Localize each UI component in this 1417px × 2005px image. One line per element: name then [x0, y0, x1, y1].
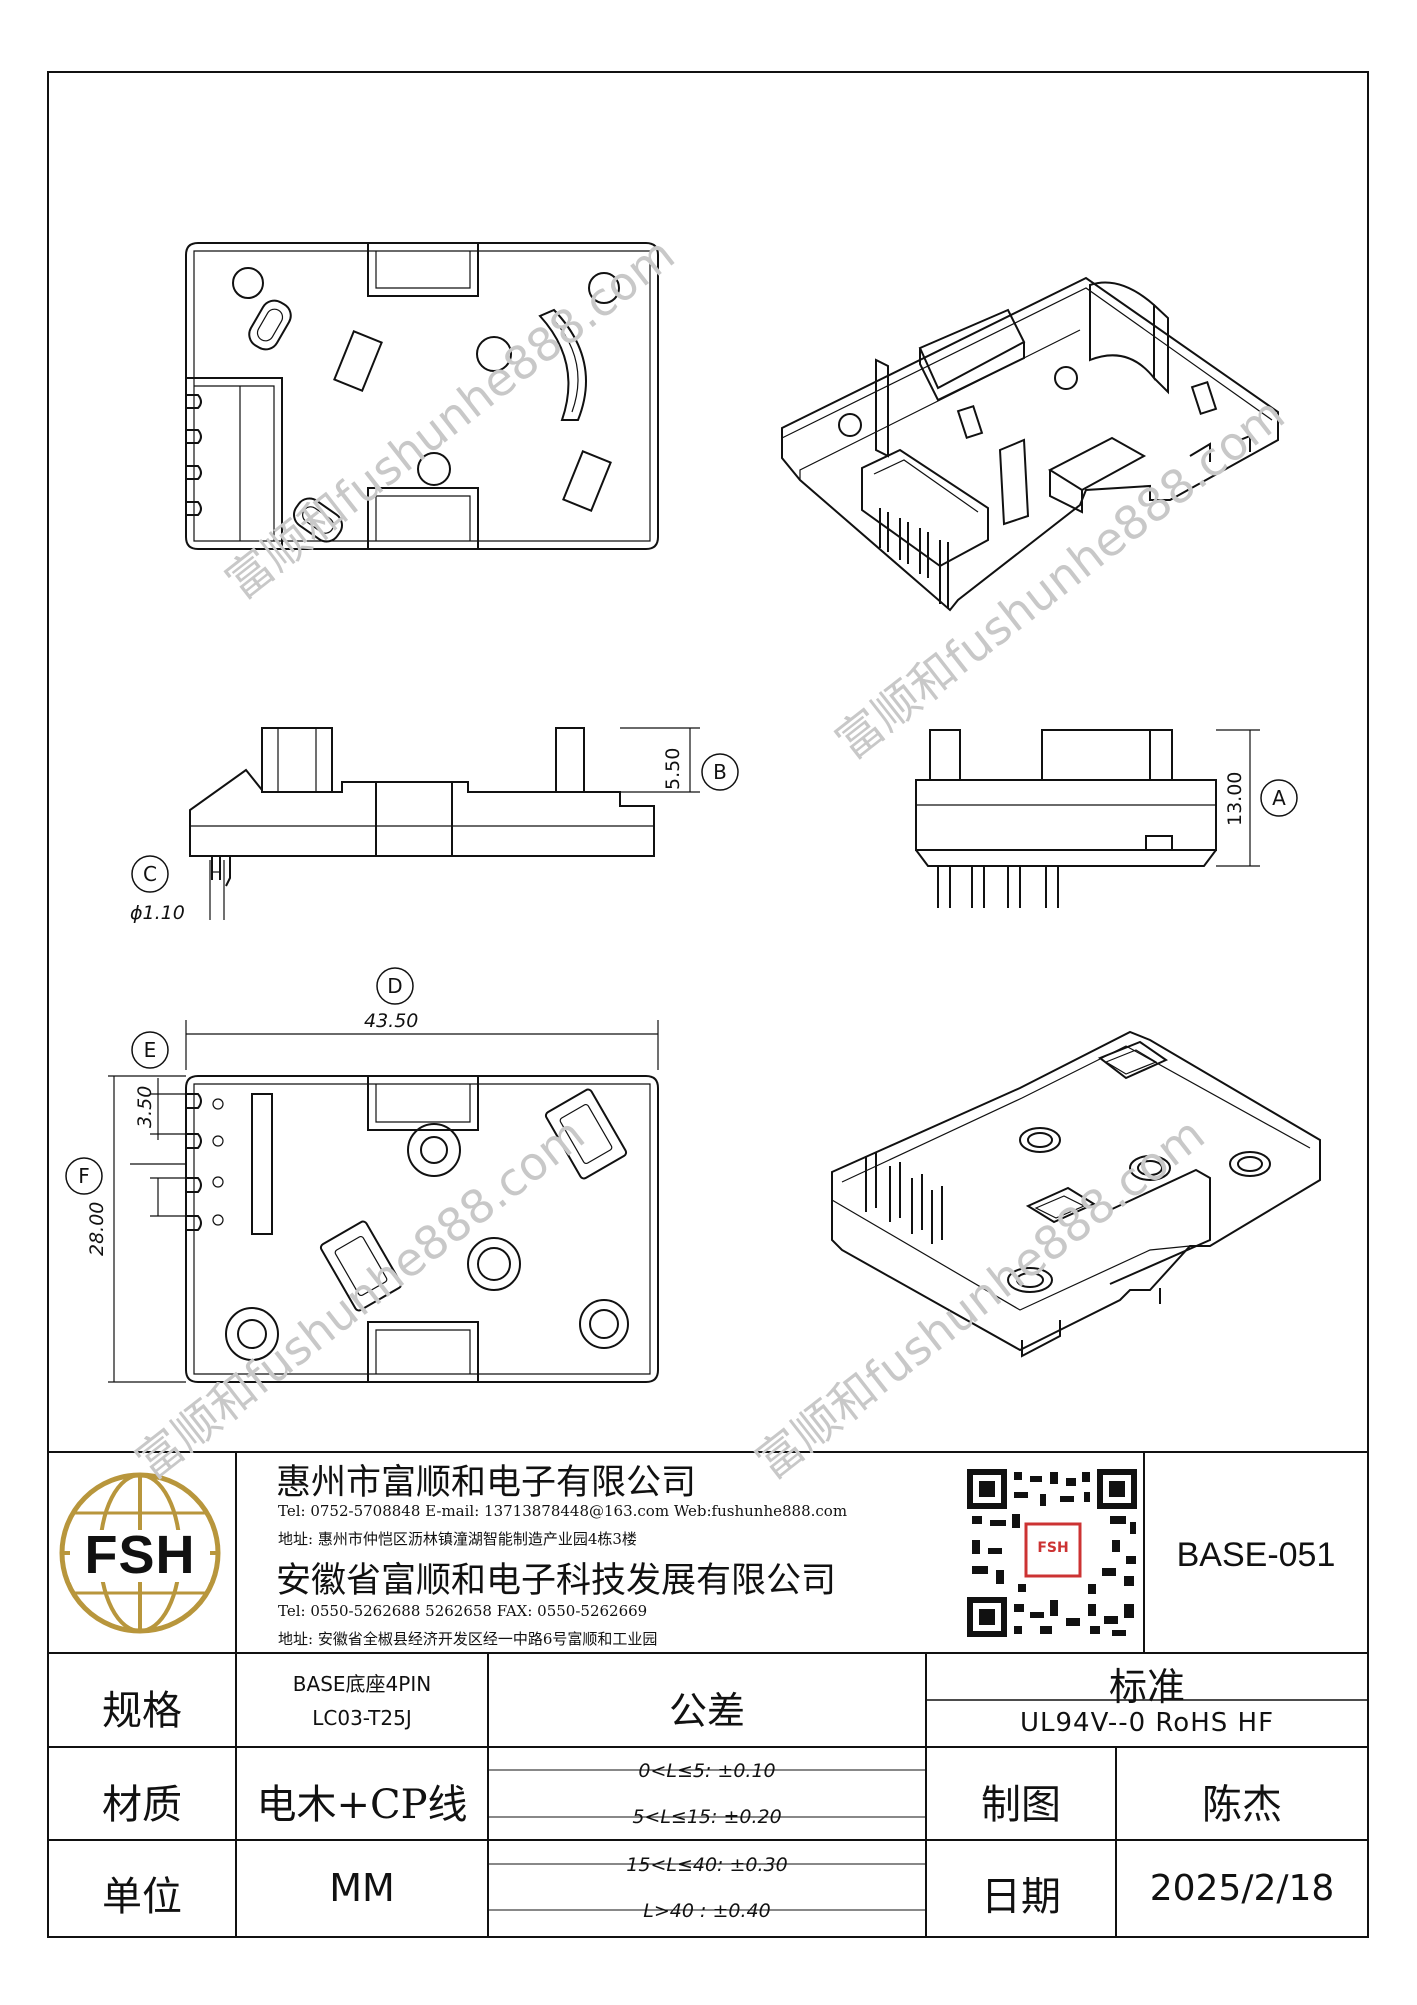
spec-label: 规格	[102, 1688, 182, 1734]
drawn-label: 制图	[981, 1782, 1061, 1828]
balloon-b: B	[713, 760, 727, 784]
company1-address: 地址: 惠州市仲恺区沥林镇潼湖智能制造产业园4栋3楼	[278, 1530, 637, 1548]
side-elevation	[915, 729, 1217, 908]
tolerance-row-3: 15<L≤40: ±0.30	[626, 1854, 788, 1876]
spec-value-1: BASE底座4PIN	[292, 1672, 432, 1696]
logo-plate	[70, 1530, 210, 1582]
qr-code	[964, 1468, 1140, 1640]
company1-name: 惠州市富顺和电子有限公司	[276, 1463, 697, 1503]
top-view-upper	[185, 242, 659, 550]
spec-value-2: LC03-T25J	[312, 1706, 412, 1730]
standard-label: 标准	[1108, 1665, 1185, 1709]
dimension-phi-1-10: ϕ1.10	[130, 902, 185, 924]
title-block-grid	[48, 1451, 1368, 1937]
company2-address: 地址: 安徽省全椒县经济开发区经一中路6号富顺和工业园	[278, 1630, 658, 1648]
balloon-a: A	[1272, 786, 1286, 810]
date-label: 日期	[981, 1874, 1061, 1920]
balloon-c: C	[143, 862, 157, 886]
dimension-28-00: 28.00	[86, 1201, 108, 1256]
company1-contact: Tel: 0752-5708848 E-mail: 13713878448@16…	[278, 1502, 848, 1520]
iso-view-upper	[781, 276, 1279, 612]
tolerance-label: 公差	[668, 1689, 745, 1733]
part-number: BASE-051	[1176, 1536, 1336, 1574]
standard-value: UL94V--0 RoHS HF	[1019, 1708, 1275, 1738]
tolerance-row-2: 5<L≤15: ±0.20	[632, 1806, 782, 1828]
iso-view-lower	[831, 1030, 1321, 1358]
tolerance-row-1: 0<L≤5: ±0.10	[638, 1760, 776, 1782]
unit-label: 单位	[102, 1874, 182, 1920]
bottom-view	[185, 1075, 659, 1383]
qr-badge: FSH	[1037, 1540, 1069, 1556]
material-label: 材质	[102, 1782, 182, 1828]
sheet-border	[47, 71, 1369, 1938]
company2-name: 安徽省富顺和电子科技发展有限公司	[276, 1561, 837, 1601]
balloon-f: F	[78, 1164, 90, 1188]
dimension-lines	[108, 727, 1260, 1383]
balloon-e: E	[143, 1038, 157, 1062]
dimension-43-50: 43.50	[364, 1010, 419, 1032]
front-elevation	[189, 727, 655, 920]
material-value: 电木+CP线	[256, 1782, 468, 1828]
dimension-3-50: 3.50	[134, 1085, 156, 1128]
unit-value: MM	[329, 1866, 395, 1910]
date-value: 2025/2/18	[1149, 1868, 1335, 1909]
company2-contact: Tel: 0550-5262688 5262658 FAX: 0550-5262…	[278, 1602, 648, 1620]
drawn-value: 陈杰	[1202, 1782, 1282, 1828]
tolerance-row-4: L>40 : ±0.40	[643, 1900, 771, 1922]
dimension-13-00: 13.00	[1224, 771, 1246, 826]
logo-text: FSH	[84, 1525, 196, 1585]
dimension-5-50: 5.50	[662, 747, 684, 790]
balloon-d: D	[387, 974, 403, 998]
balloon-circles	[65, 753, 1298, 1195]
